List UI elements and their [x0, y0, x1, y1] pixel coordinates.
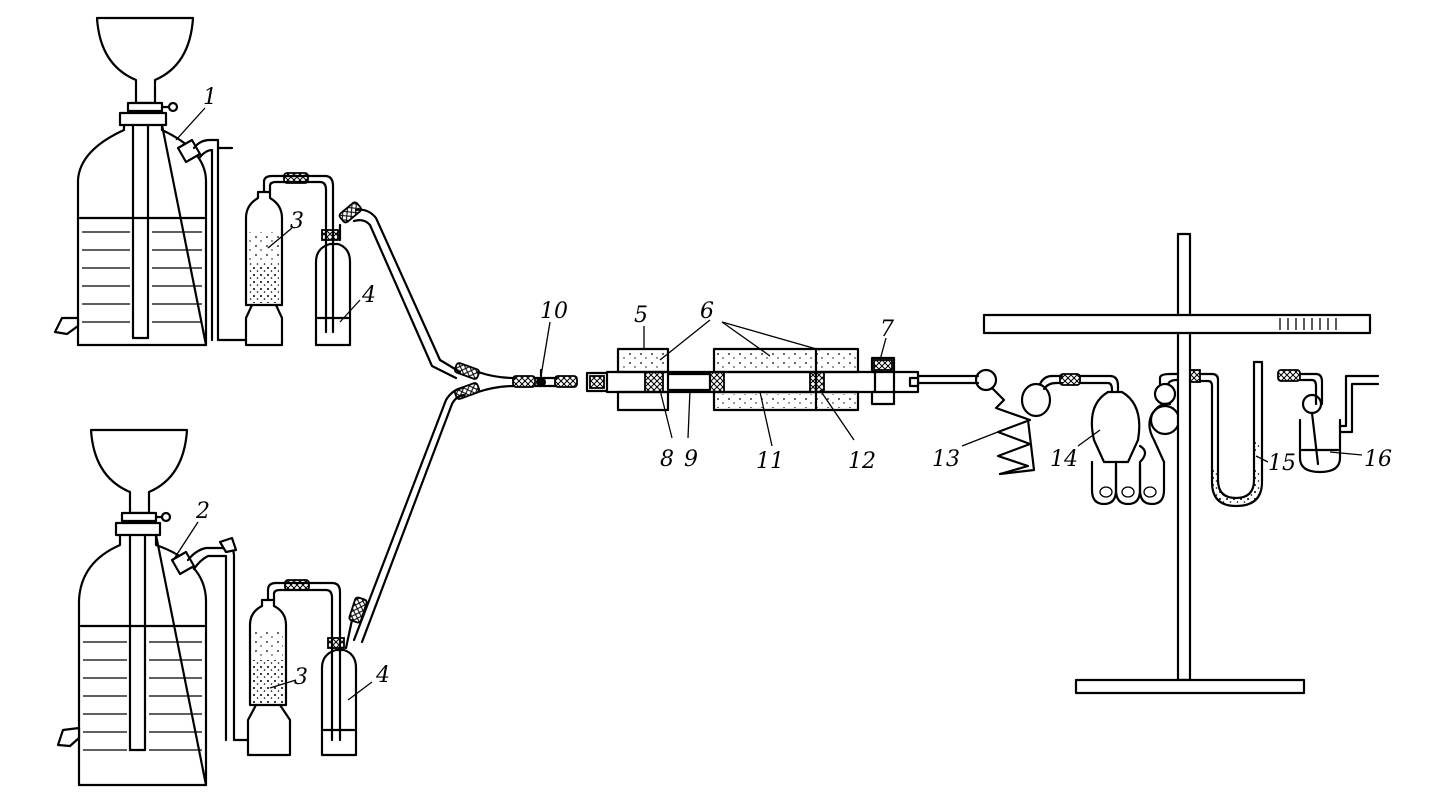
- label-16: 16: [1364, 447, 1392, 472]
- label-3-bottom: 3: [294, 665, 308, 690]
- label-7: 7: [880, 317, 894, 342]
- label-1: 1: [203, 85, 217, 110]
- bubbler-16: [1277, 369, 1380, 474]
- label-15: 15: [1268, 451, 1296, 476]
- label-4-top: 4: [361, 283, 376, 308]
- leader-lines: [171, 107, 1363, 701]
- drain-tap-top: [53, 316, 80, 336]
- bubbler-bottom: [320, 596, 368, 757]
- gasometer-bottom: [56, 428, 248, 787]
- absorber-bulbs-14: [1078, 372, 1190, 506]
- drying-tower-bottom: [244, 579, 342, 757]
- bottle-collar-top: [118, 111, 168, 127]
- furnace-5: [616, 347, 670, 374]
- boat-9: [666, 372, 712, 392]
- label-4-bottom: 4: [375, 663, 390, 688]
- callout-labels: 1 2 3 3 4 4 5 6 7 8 9 10 11 12 13 14 15 …: [195, 85, 1392, 690]
- funnel-stopcock-top: [126, 101, 164, 113]
- side-stopper-top: [176, 138, 202, 164]
- label-2: 2: [195, 499, 210, 524]
- funnel-top: [95, 16, 195, 105]
- laboratory-stand: [982, 232, 1372, 695]
- label-6: 6: [700, 299, 714, 324]
- label-13: 13: [932, 447, 960, 472]
- reactor-tube: [585, 347, 920, 412]
- plug-12: [809, 371, 825, 393]
- label-5: 5: [634, 303, 648, 328]
- label-3-top: 3: [290, 209, 304, 234]
- gasometer-top: [53, 16, 234, 347]
- furnace-11: [712, 347, 860, 374]
- hose-bottom: [352, 386, 464, 642]
- label-10: 10: [540, 299, 568, 324]
- stopcock-10: [536, 377, 546, 387]
- drying-tower-top: [230, 172, 335, 347]
- y-junction: [453, 362, 578, 400]
- label-9: 9: [684, 447, 698, 472]
- hose-top: [354, 208, 462, 374]
- label-14: 14: [1050, 447, 1078, 472]
- label-8: 8: [660, 447, 674, 472]
- label-12: 12: [848, 449, 876, 474]
- label-11: 11: [756, 449, 784, 474]
- bubbler-top: [314, 201, 362, 347]
